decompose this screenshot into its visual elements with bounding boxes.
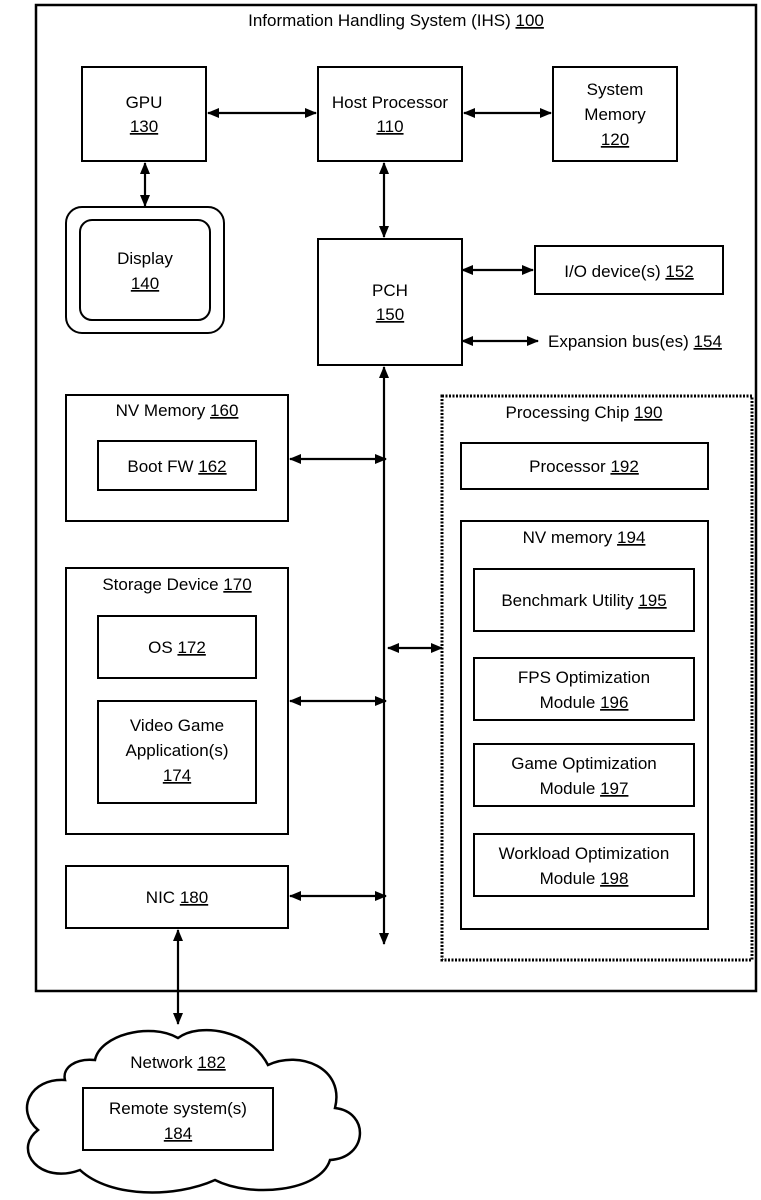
system-memory-block: System Memory 120 [553,67,677,161]
processor-block: Processor 192 [461,443,708,489]
svg-text:NIC 180: NIC 180 [146,888,208,907]
svg-text:120: 120 [601,130,629,149]
remote-system-block: Remote system(s) 184 [83,1088,273,1150]
pch-block: PCH 150 [318,239,462,365]
svg-text:OS 172: OS 172 [148,638,206,657]
svg-text:PCH: PCH [372,281,408,300]
host-processor-block: Host Processor 110 [318,67,462,161]
svg-text:Module 196: Module 196 [540,693,629,712]
svg-text:184: 184 [164,1124,192,1143]
svg-text:GPU: GPU [126,93,163,112]
svg-text:174: 174 [163,766,191,785]
svg-text:Storage Device 170: Storage Device 170 [102,575,251,594]
nic-block: NIC 180 [66,866,288,928]
svg-text:Workload Optimization: Workload Optimization [499,844,670,863]
svg-text:NV Memory 160: NV Memory 160 [116,401,239,420]
svg-text:Benchmark Utility 195: Benchmark Utility 195 [501,591,666,610]
display-block: Display 140 [66,207,224,333]
benchmark-utility-block: Benchmark Utility 195 [474,569,694,631]
svg-text:Application(s): Application(s) [126,741,229,760]
svg-text:Host Processor: Host Processor [332,93,449,112]
video-game-block: Video Game Application(s) 174 [98,701,256,803]
svg-text:Boot FW 162: Boot FW 162 [127,457,226,476]
game-optimization-block: Game Optimization Module 197 [474,744,694,806]
svg-text:Display: Display [117,249,173,268]
svg-text:Processing Chip 190: Processing Chip 190 [506,403,663,422]
svg-text:Module 198: Module 198 [540,869,629,888]
svg-text:150: 150 [376,305,404,324]
expansion-bus-label: Expansion bus(es) 154 [548,332,722,351]
svg-text:I/O device(s) 152: I/O device(s) 152 [564,262,693,281]
svg-text:Game Optimization: Game Optimization [511,754,657,773]
workload-optimization-block: Workload Optimization Module 198 [474,834,694,896]
svg-text:Remote system(s): Remote system(s) [109,1099,247,1118]
svg-text:System: System [587,80,644,99]
svg-text:Network 182: Network 182 [130,1053,225,1072]
os-block: OS 172 [98,616,256,678]
svg-text:Memory: Memory [584,105,646,124]
boot-fw-block: Boot FW 162 [98,441,256,490]
io-device-block: I/O device(s) 152 [535,246,723,294]
gpu-block: GPU 130 [82,67,206,161]
ihs-title: Information Handling System (IHS) 100 [248,11,544,30]
svg-text:Processor 192: Processor 192 [529,457,639,476]
svg-text:110: 110 [376,117,403,136]
svg-text:130: 130 [130,117,158,136]
svg-text:NV memory 194: NV memory 194 [523,528,646,547]
svg-text:Module 197: Module 197 [540,779,629,798]
svg-text:140: 140 [131,274,159,293]
svg-text:Video Game: Video Game [130,716,224,735]
svg-text:FPS Optimization: FPS Optimization [518,668,650,687]
fps-optimization-block: FPS Optimization Module 196 [474,658,694,720]
